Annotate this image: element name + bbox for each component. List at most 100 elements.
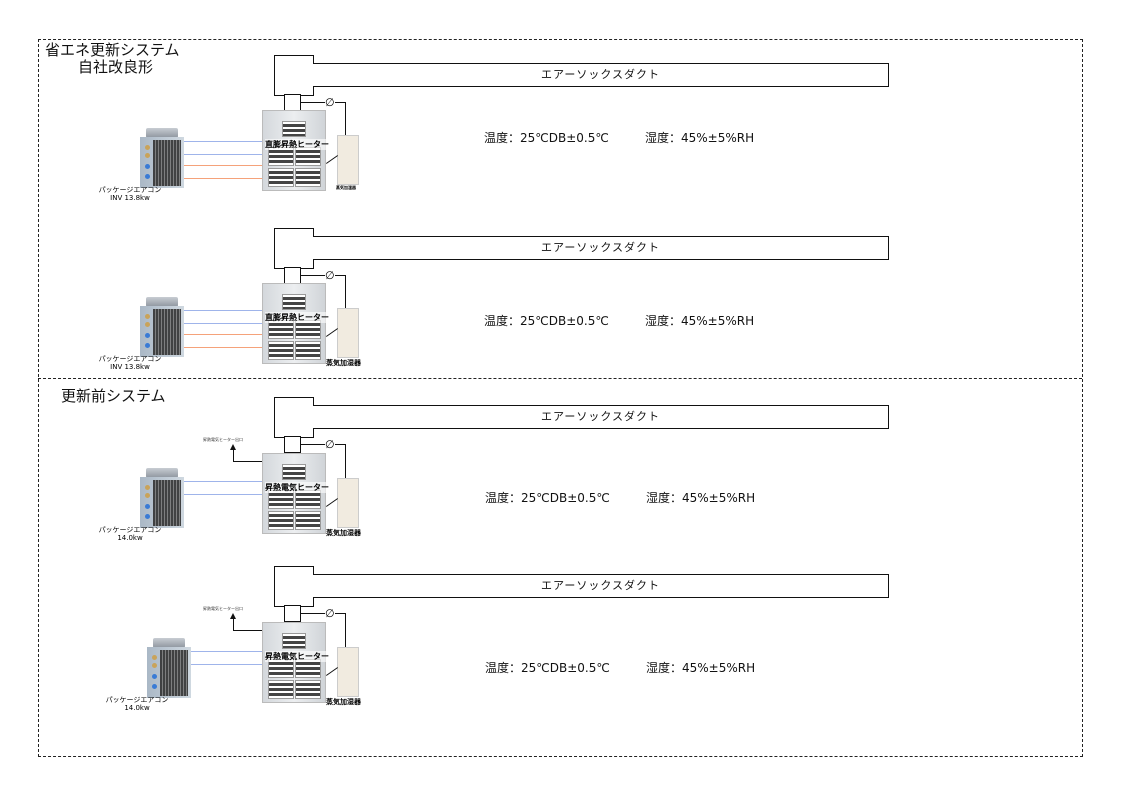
- air-handler-box: [274, 55, 314, 96]
- outdoor-unit-fan-top: [146, 297, 178, 307]
- refrigerant-pipe-blue: [184, 141, 262, 142]
- temperature-condition: 温度：25℃DB±0.5℃: [485, 491, 610, 505]
- refrigerant-pipe-orange: [184, 334, 262, 335]
- control-wire-vertical: [345, 444, 346, 478]
- outdoor-unit-valve: [152, 674, 157, 679]
- refrigerant-pipe-orange: [184, 347, 262, 348]
- refrigerant-pipe-blue: [191, 664, 262, 665]
- outdoor-unit-name: パッケージエアコン: [98, 355, 162, 363]
- outdoor-unit-capacity: 14.0kw: [117, 534, 143, 542]
- humidity-condition: 湿度：45%±5%RH: [646, 661, 756, 675]
- indoor-unit: 直膨昇熱ヒーター: [262, 283, 329, 364]
- air-sock-duct: エアーソックスダクト: [313, 574, 889, 598]
- outdoor-unit-gauge: [145, 493, 150, 498]
- outdoor-unit-capacity: INV 13.8kw: [110, 194, 150, 202]
- refrigerant-pipe-blue: [191, 651, 262, 652]
- exhaust-label: 昇熱電気ヒーター出口: [203, 606, 243, 611]
- air-handler-box: [274, 397, 314, 438]
- outdoor-unit: [147, 638, 191, 698]
- section-divider: [38, 378, 1082, 379]
- exhaust-line-horizontal: [233, 630, 262, 631]
- connector-box: [284, 94, 301, 111]
- exhaust-line: [233, 450, 234, 461]
- outdoor-unit-valve: [145, 504, 150, 509]
- connector-box: [284, 267, 301, 284]
- indoor-unit-panel: [295, 511, 321, 530]
- exhaust-line: [233, 619, 234, 630]
- outdoor-unit-valve: [145, 174, 150, 179]
- steam-humidifier: [337, 478, 359, 528]
- outdoor-unit-name: パッケージエアコン: [98, 526, 162, 534]
- outdoor-unit-gauge: [145, 485, 150, 490]
- refrigerant-pipe-blue: [184, 494, 262, 495]
- outdoor-unit-valve: [145, 333, 150, 338]
- humidity-condition: 湿度：45%±5%RH: [645, 131, 755, 145]
- control-wire-vertical: [345, 102, 346, 135]
- humidifier-label: 蒸気加湿器: [326, 529, 361, 537]
- exhaust-line-horizontal: [233, 461, 262, 462]
- outdoor-unit-valve: [152, 684, 157, 689]
- exhaust-label: 昇熱電気ヒーター出口: [203, 437, 243, 442]
- control-wire: [300, 444, 345, 445]
- valve-symbol: ∅: [325, 438, 335, 451]
- indoor-unit: 昇熱電気ヒーター: [262, 453, 329, 534]
- heater-label: 直膨昇熱ヒーター: [265, 312, 329, 323]
- subtitle-line: 自社改良形: [78, 58, 154, 76]
- humidifier-label: 蒸気加湿器: [326, 359, 361, 367]
- air-sock-duct: エアーソックスダクト: [313, 236, 889, 260]
- outdoor-unit-gauge: [145, 145, 150, 150]
- outdoor-unit-gauge: [152, 655, 157, 660]
- heater-label: 昇熱電気ヒーター: [265, 651, 329, 662]
- outdoor-unit: [140, 128, 184, 188]
- section-title-energy-saving: 省エネ更新システム 自社改良形: [45, 42, 180, 76]
- refrigerant-pipe-blue: [184, 154, 262, 155]
- connector-box: [284, 605, 301, 622]
- heater-label: 直膨昇熱ヒーター: [265, 139, 329, 150]
- indoor-unit-top-panel: [282, 633, 306, 649]
- steam-humidifier: [337, 647, 359, 697]
- valve-symbol: ∅: [325, 96, 335, 109]
- control-wire: [300, 613, 345, 614]
- air-sock-duct: エアーソックスダクト: [313, 405, 889, 429]
- indoor-unit-panel: [295, 680, 321, 699]
- control-wire: [300, 102, 345, 103]
- temperature-condition: 温度：25℃DB±0.5℃: [485, 661, 610, 675]
- outdoor-unit-fan-top: [146, 468, 178, 478]
- outdoor-unit-fan-top: [146, 128, 178, 138]
- section-title-before-update: 更新前システム: [61, 388, 166, 405]
- outdoor-unit-grill: [153, 480, 181, 526]
- outdoor-unit-gauge: [145, 322, 150, 327]
- valve-symbol: ∅: [325, 607, 335, 620]
- outdoor-unit-gauge: [152, 663, 157, 668]
- air-sock-duct: エアーソックスダクト: [313, 63, 889, 87]
- outdoor-unit-grill: [153, 140, 181, 186]
- outdoor-unit: [140, 468, 184, 528]
- title-line: 省エネ更新システム: [45, 41, 180, 59]
- indoor-unit-top-panel: [282, 121, 306, 137]
- indoor-unit: 直膨昇熱ヒーター: [262, 110, 329, 191]
- indoor-unit-panel: [268, 341, 294, 360]
- heater-label: 昇熱電気ヒーター: [265, 482, 329, 493]
- refrigerant-pipe-blue: [184, 481, 262, 482]
- steam-humidifier: [337, 308, 359, 358]
- refrigerant-pipe-orange: [184, 178, 262, 179]
- connector-box: [284, 436, 301, 453]
- humidity-condition: 湿度：45%±5%RH: [646, 491, 756, 505]
- indoor-unit-panel: [295, 168, 321, 187]
- outdoor-unit-capacity: INV 13.8kw: [110, 363, 150, 371]
- indoor-unit-panel: [268, 680, 294, 699]
- outdoor-unit-valve: [145, 164, 150, 169]
- outer-dashed-frame: [38, 39, 1083, 757]
- temperature-condition: 温度：25℃DB±0.5℃: [484, 314, 609, 328]
- outdoor-unit-valve: [145, 514, 150, 519]
- temperature-condition: 温度：25℃DB±0.5℃: [484, 131, 609, 145]
- outdoor-unit-name: パッケージエアコン: [105, 696, 169, 704]
